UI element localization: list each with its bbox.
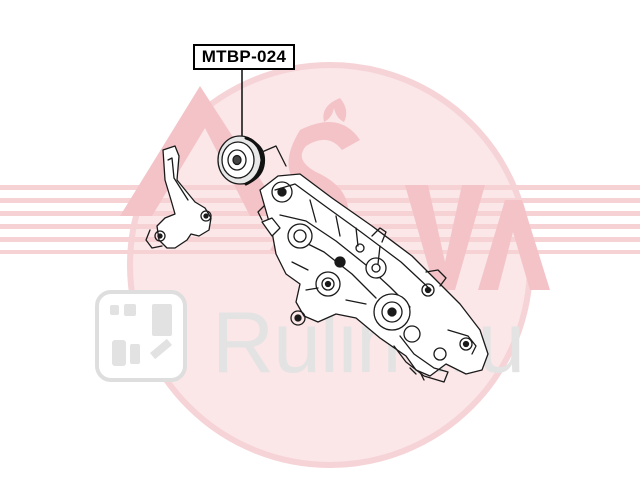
mounting-body xyxy=(257,173,489,383)
mounting-bracket xyxy=(145,145,212,249)
idler-pulley xyxy=(217,135,266,186)
part-number-label: MTBP-024 xyxy=(193,44,295,70)
